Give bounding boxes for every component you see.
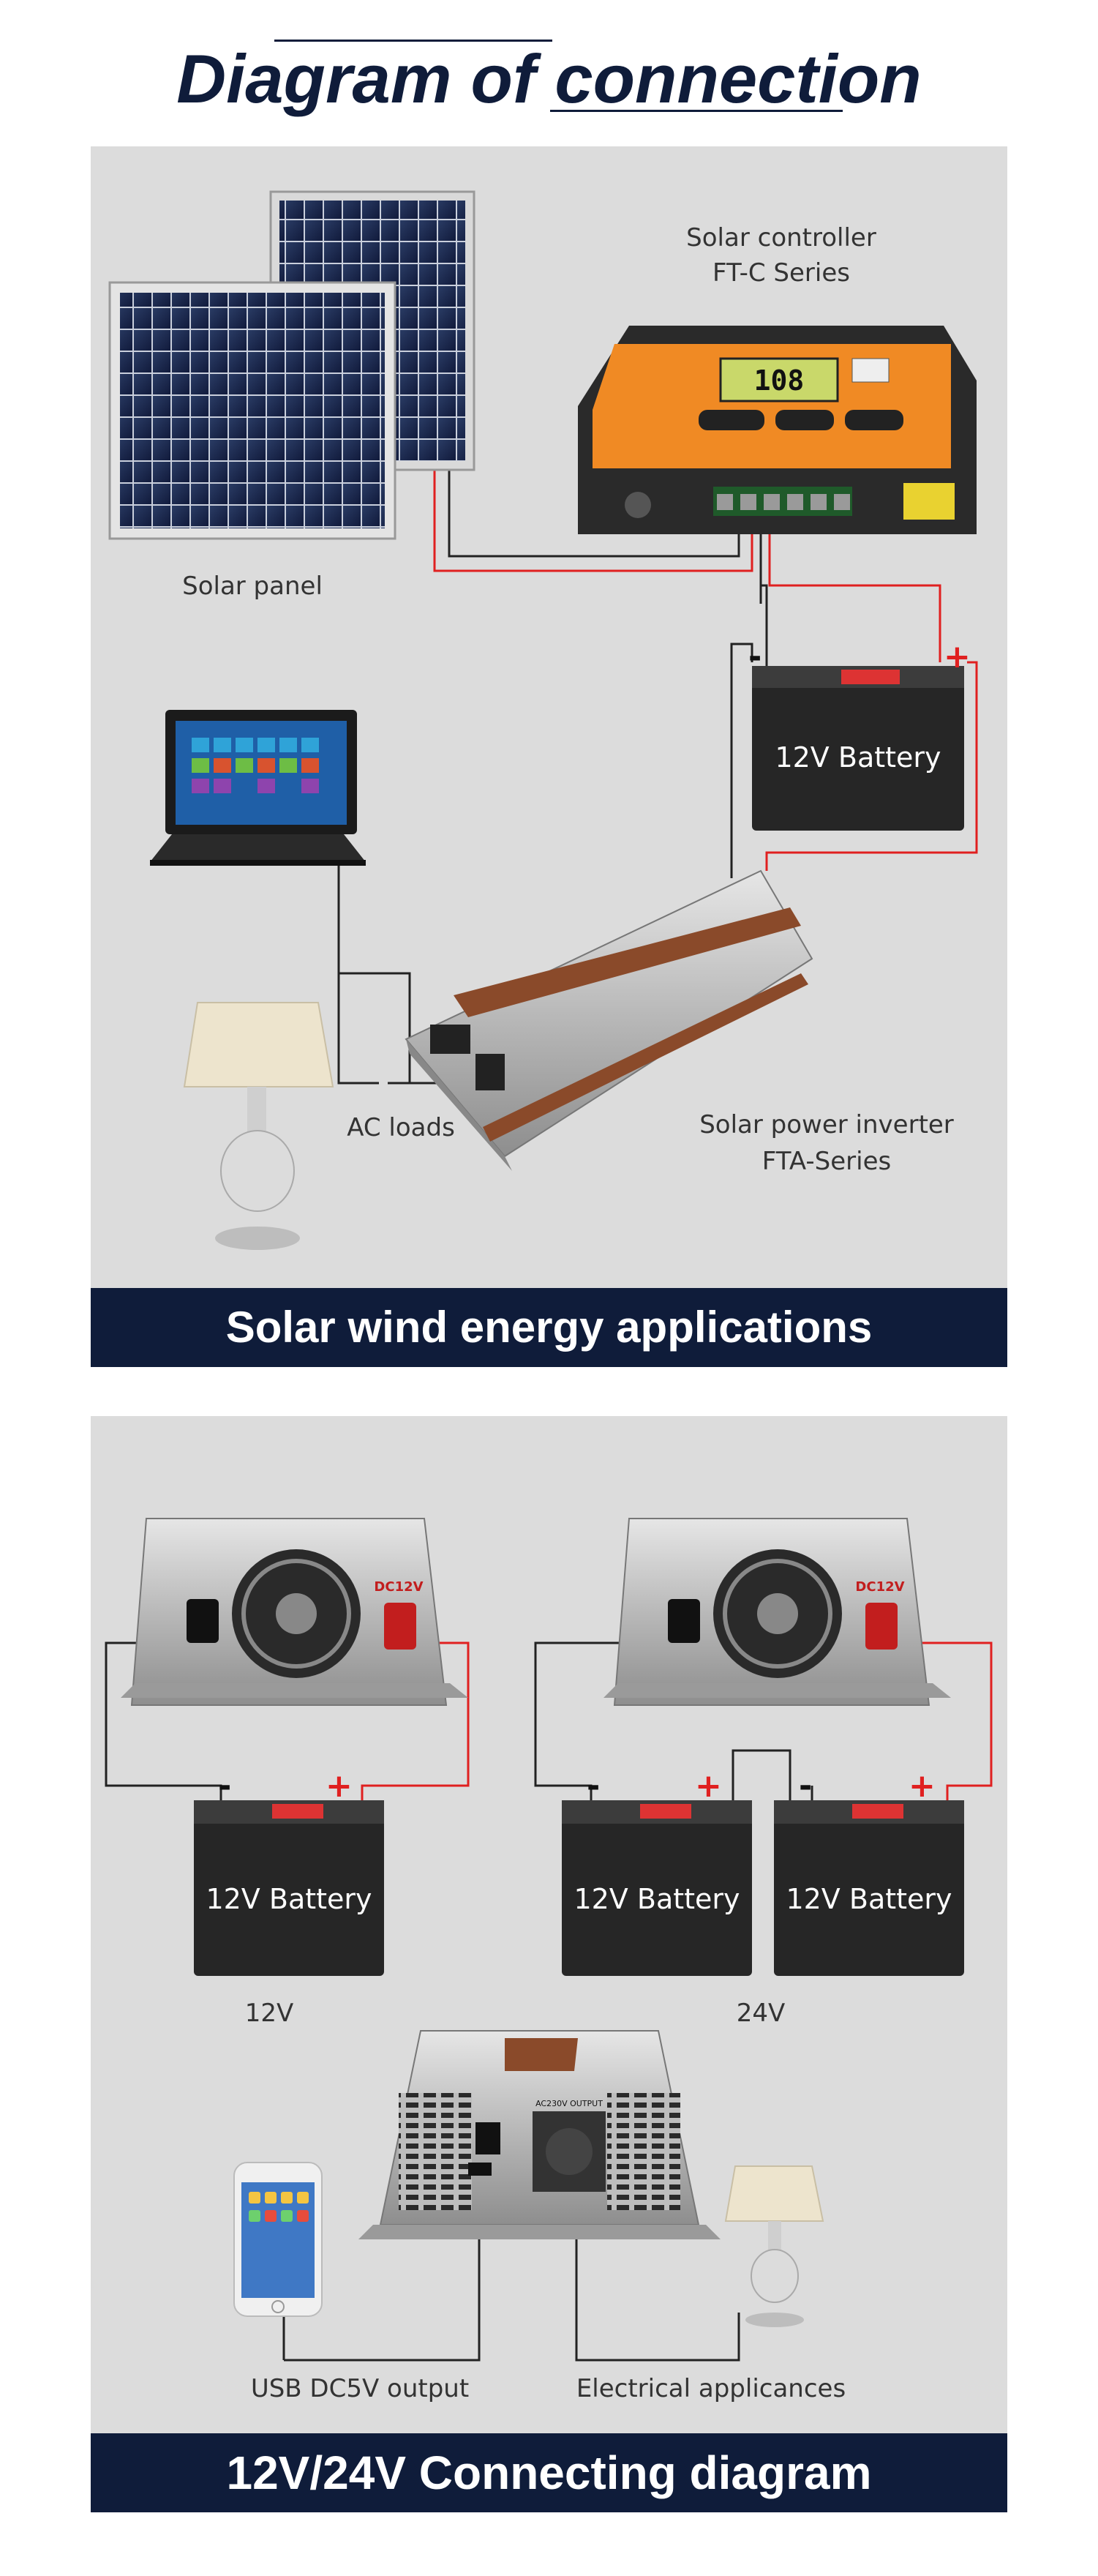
battery-negative-sign: - (748, 638, 762, 675)
voltage-24v-label: 24V (737, 1999, 786, 2028)
solar-panel-label: Solar panel (182, 572, 323, 601)
inverter-icon (405, 869, 813, 1171)
inverter-label-line1: Solar power inverter (699, 1110, 954, 1139)
voltage-12v-label: 12V (245, 1999, 294, 2028)
title-overline (274, 40, 552, 42)
section2-banner-text: 12V/24V Connecting diagram (226, 2446, 872, 2499)
solar-application-diagram: 108 12V Battery - + (108, 190, 978, 1250)
battery-24v-a-positive-sign: + (695, 1767, 722, 1805)
laptop-icon (150, 710, 366, 866)
battery-12v-icon: 12V Battery (194, 1800, 384, 1976)
battery-label: 12V Battery (775, 741, 941, 774)
inverter-12v-tag: DC12V (374, 1579, 423, 1595)
section1-banner-text: Solar wind energy applications (225, 1303, 873, 1352)
battery-positive-sign: + (944, 638, 971, 675)
lamp-small-icon (724, 2165, 824, 2327)
charge-controller-icon: 108 (578, 326, 977, 534)
appliances-label: Electrical applicances (576, 2374, 846, 2403)
usb-output-label: USB DC5V output (251, 2374, 469, 2403)
battery-24v-a-icon: 12V Battery (562, 1800, 752, 1976)
battery-12v-positive-sign: + (326, 1767, 353, 1805)
controller-label-line1: Solar controller (686, 223, 876, 252)
inverter-24v-icon: DC12V (603, 1518, 951, 1706)
inverter-output-tag: AC230V OUTPUT (535, 2099, 603, 2108)
battery-24v-a-label: 12V Battery (574, 1883, 740, 1915)
section1-banner: Solar wind energy applications (91, 1288, 1007, 1367)
page-header: Diagram of connection (0, 0, 1098, 139)
title-underline (550, 110, 843, 112)
inverter-output-icon: AC230V OUTPUT (358, 2030, 721, 2239)
battery-24v-b-negative-sign: - (799, 1767, 812, 1805)
wires-section1 (337, 454, 978, 1085)
solar-panel-icon (108, 190, 475, 540)
battery-icon: 12V Battery (752, 666, 964, 831)
battery-24v-a-negative-sign: - (587, 1767, 600, 1805)
battery-24v-b-label: 12V Battery (786, 1883, 952, 1915)
inverter-24v-tag: DC12V (855, 1579, 904, 1595)
battery-12v-label: 12V Battery (206, 1883, 372, 1915)
controller-label-line2: FT-C Series (712, 258, 850, 288)
inverter-12v-icon: DC12V (121, 1518, 468, 1706)
page-title: Diagram of connection (176, 40, 922, 117)
inverter-label-line2: FTA-Series (762, 1147, 891, 1176)
battery-24v-b-icon: 12V Battery (774, 1800, 964, 1976)
section2-banner: 12V/24V Connecting diagram (91, 2433, 1007, 2512)
smartphone-icon (233, 2162, 323, 2317)
battery-12v-negative-sign: - (218, 1767, 231, 1805)
controller-display: 108 (754, 364, 805, 397)
lamp-icon (183, 1002, 334, 1250)
battery-24v-b-positive-sign: + (909, 1767, 936, 1805)
ac-loads-label: AC loads (347, 1113, 455, 1142)
